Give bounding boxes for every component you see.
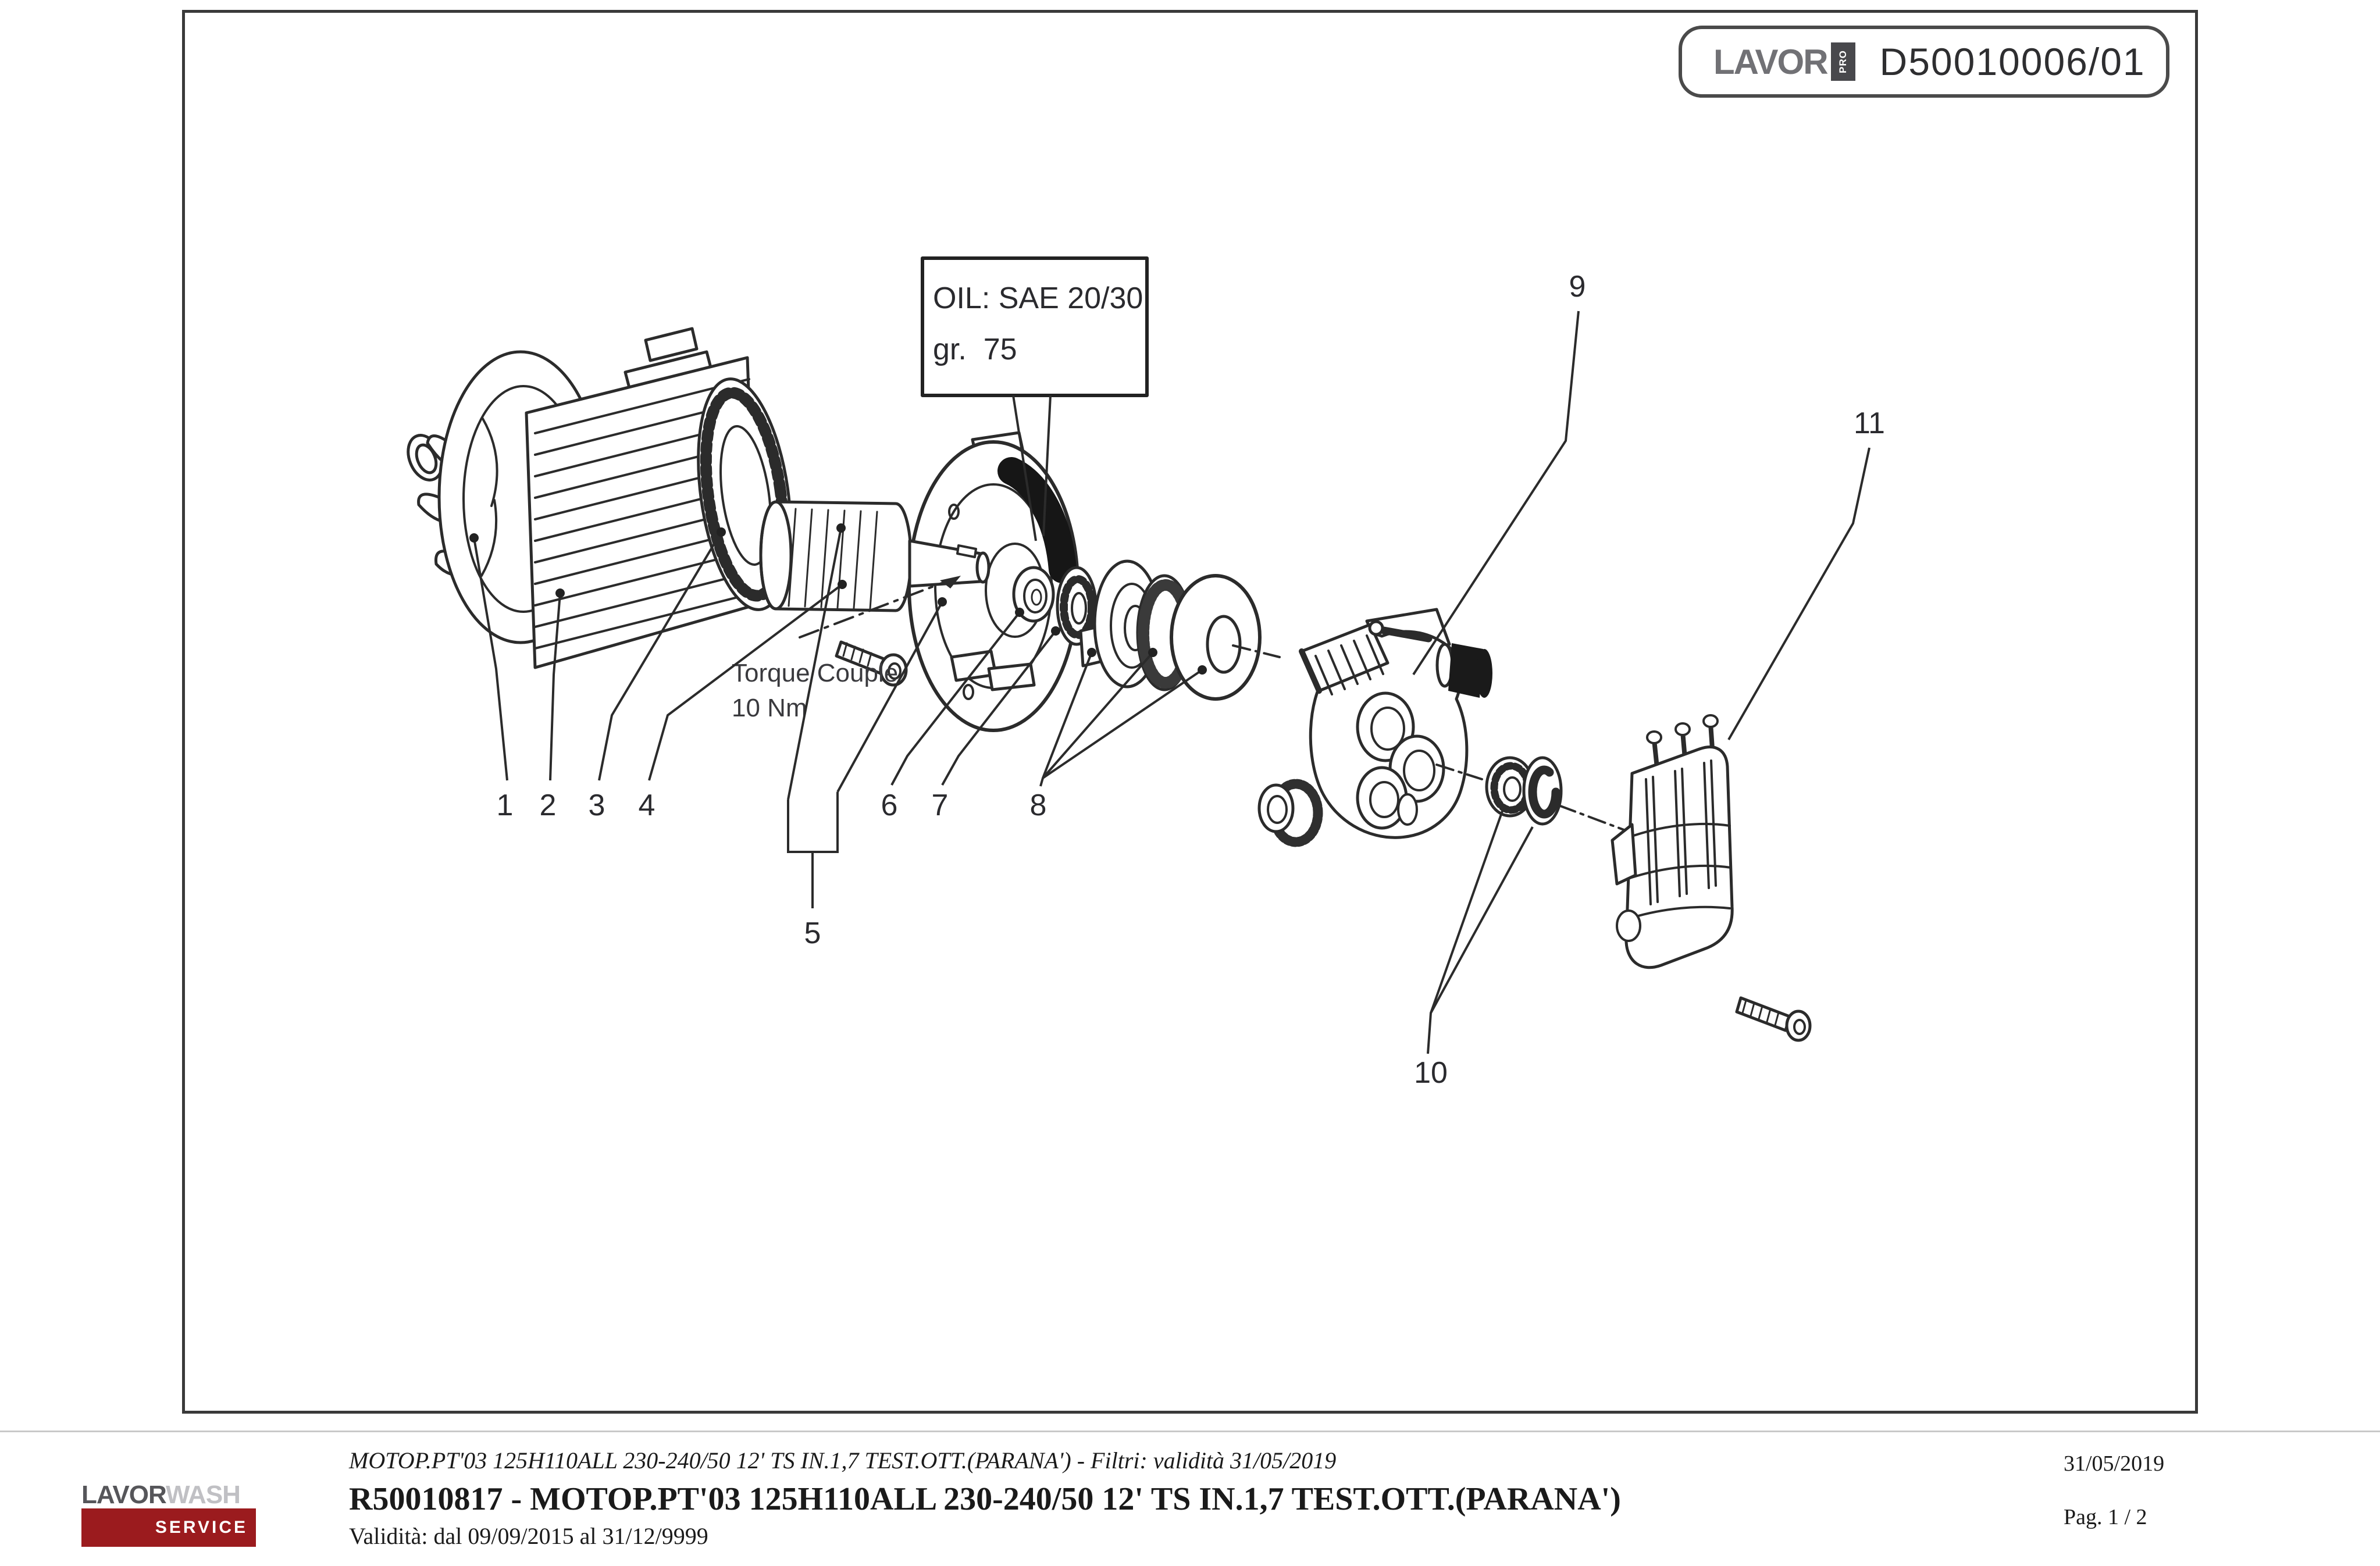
leader-line-8	[1042, 669, 1203, 779]
leader-dot-8	[1087, 648, 1096, 657]
service-label: SERVICE	[155, 1518, 248, 1537]
leader-line-11	[1727, 447, 1870, 740]
lavor-logo-pro-badge: PRO	[1830, 42, 1855, 81]
callout-label-6: 6	[881, 789, 898, 822]
callout-label-10: 10	[1414, 1056, 1448, 1090]
lavor-logo-text: LAVOR	[1713, 42, 1829, 81]
part-bolt	[1735, 996, 1812, 1042]
callout-label-11: 11	[1854, 406, 1885, 440]
footer-model-line: MOTOP.PT'03 125H110ALL 230-240/50 12' TS…	[349, 1447, 1337, 1474]
callout-label-1: 1	[497, 789, 514, 822]
leader-dot-5	[836, 523, 846, 533]
part-bearing	[1012, 566, 1055, 623]
leader-line-10	[1427, 809, 1504, 1054]
callout-label-8: 8	[1030, 789, 1047, 822]
leader-line-6	[890, 611, 1021, 786]
oil-note-line2: gr. 75	[933, 333, 1017, 366]
lavor-logo: LAVOR PRO	[1713, 42, 1855, 82]
oil-leader-line	[1042, 395, 1052, 537]
footer-right-block: 31/05/2019 Pag. 1 / 2	[2064, 1451, 2164, 1530]
leader-line-10	[1430, 826, 1534, 1014]
leader-line-8	[1042, 651, 1154, 779]
callout-label-2: 2	[540, 789, 557, 822]
leader-line-5	[787, 527, 842, 800]
diagram-frame	[182, 10, 2198, 1414]
doc-number: D50010006/01	[1879, 40, 2146, 83]
leader-line-3	[598, 531, 722, 781]
footer-separator	[0, 1431, 2380, 1432]
part-valve-manifold	[1611, 714, 1734, 969]
service-banner: SERVICE	[81, 1508, 256, 1547]
leader-line-9	[1412, 311, 1580, 676]
callout-label-4: 4	[639, 789, 655, 822]
footer-date: 31/05/2019	[2064, 1451, 2165, 1476]
leader-line-4	[648, 583, 843, 781]
leader-dot-8	[1198, 665, 1207, 675]
torque-label: Torque Couple 10 Nm	[732, 659, 898, 722]
leader-line-2	[549, 593, 561, 781]
oil-note-box: OIL: SAE 20/30 gr. 75	[921, 256, 1149, 397]
leader-dot-1	[469, 533, 479, 543]
torque-label-line2: 10 Nm	[732, 694, 807, 722]
lavorwash-service-logo: LAVORWASH SERVICE	[81, 1482, 256, 1547]
lavorwash-word-lavor: LAVOR	[81, 1481, 166, 1509]
doc-number-box: LAVOR PRO D50010006/01	[1679, 26, 2169, 98]
callout-label-7: 7	[932, 789, 949, 822]
leader-line-7	[941, 630, 1057, 786]
leader-line-5	[836, 601, 943, 793]
footer-code-line: R50010817 - MOTOP.PT'03 125H110ALL 230-2…	[349, 1481, 1621, 1517]
lavorwash-word-wash: WASH	[165, 1481, 241, 1509]
leader-dot-6	[1015, 608, 1024, 617]
oil-leader-line	[1012, 395, 1037, 541]
footer-text-block: MOTOP.PT'03 125H110ALL 230-240/50 12' TS…	[349, 1449, 1621, 1548]
lavorwash-wordmark: LAVORWASH	[81, 1482, 256, 1508]
leader-dot-3	[717, 527, 726, 537]
leader-dot-5	[938, 597, 947, 607]
part-pump-head	[1257, 608, 1492, 847]
oil-note-line1: OIL: SAE 20/30	[933, 281, 1143, 315]
callout-label-3: 3	[589, 789, 605, 822]
part-seal-rings	[1435, 756, 1630, 833]
callout-label-5: 5	[804, 916, 821, 950]
leader-dot-4	[838, 580, 847, 589]
callout-label-9: 9	[1569, 270, 1586, 304]
leader-line-5	[787, 792, 839, 853]
leader-dot-8	[1148, 648, 1157, 657]
leader-dot-2	[555, 588, 565, 598]
footer-page-number: Pag. 1 / 2	[2064, 1505, 2147, 1529]
leader-line-1	[473, 537, 508, 781]
part-swash-plate-set	[1079, 559, 1281, 701]
leader-dot-7	[1051, 626, 1060, 636]
footer-validity-line: Validità: dal 09/09/2015 al 31/12/9999	[349, 1523, 708, 1549]
